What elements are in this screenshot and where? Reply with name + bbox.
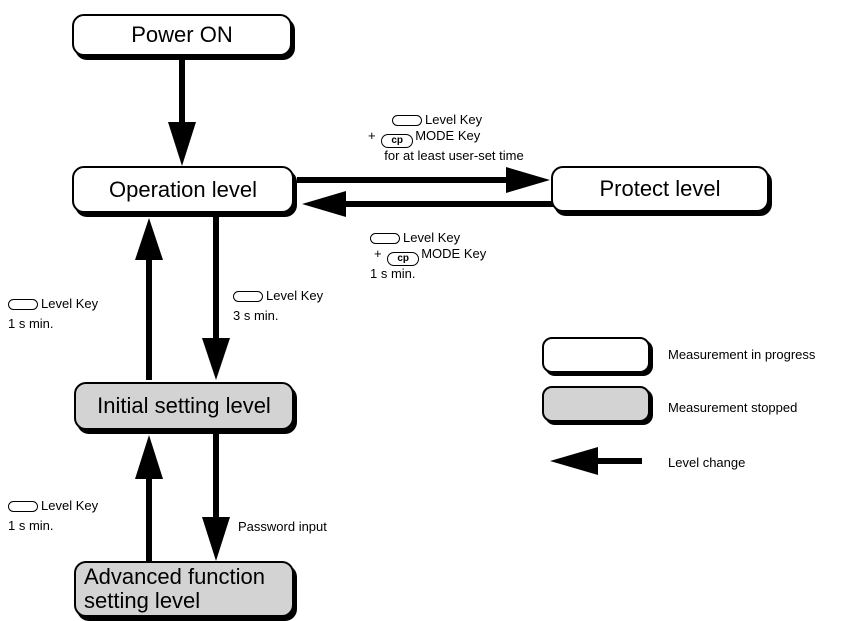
node-initial-setting-level: Initial setting level [74,382,294,430]
label-to-protect-level-key: Level Key [425,112,483,127]
node-advanced-function-setting-level: Advanced function setting level [74,561,294,617]
label-from-protect-row3: 1 s min. [370,266,416,281]
label-from-protect-mode-key: MODE Key [421,246,487,261]
label-from-initial-row1: Level Key [8,296,98,312]
label-from-protect-plus: + [374,246,382,261]
arrow-advanced-to-initial [135,435,163,561]
arrow-operation-to-protect [297,167,550,193]
label-from-protect-row1: Level Key [370,230,486,246]
node-advanced-label: Advanced function setting level [84,565,265,613]
label-from-initial-row2: 1 s min. [8,316,54,331]
legend-label-in-progress: Measurement in progress [668,347,816,362]
label-from-initial: Level Key 1 s min. [8,296,98,332]
label-from-advanced-row1: Level Key [8,498,98,514]
node-protect-level-label: Protect level [599,176,721,201]
mode-key-icon: ср [381,134,414,148]
label-to-initial: Level Key 3 s min. [233,288,323,324]
label-to-initial-row2: 3 s min. [233,308,279,323]
node-advanced-label-line2: setting level [84,588,201,613]
label-to-initial-row1: Level Key [233,288,323,304]
legend-label-level-change: Level change [668,455,746,470]
legend-arrow [550,447,642,475]
node-initial-setting-level-label: Initial setting level [97,393,271,418]
node-protect-level: Protect level [551,166,769,212]
arrow-initial-to-operation [135,218,163,380]
legend-swatch-stopped [542,386,650,422]
arrow-operation-to-initial [202,213,230,380]
legend-label-stopped: Measurement stopped [668,400,798,415]
legend-swatch-in-progress [542,337,650,373]
label-from-advanced: Level Key 1 s min. [8,498,98,534]
level-key-icon [8,299,38,310]
label-password-input: Password input [238,519,327,534]
label-to-initial-level-key: Level Key [266,288,324,303]
label-from-initial-level-key: Level Key [41,296,99,311]
label-from-advanced-level-key: Level Key [41,498,99,513]
label-to-protect-row3: for at least user-set time [384,148,524,163]
node-operation-level-label: Operation level [109,176,257,202]
node-operation-level: Operation level [72,166,294,213]
level-key-icon [370,233,400,244]
node-advanced-label-line1: Advanced function [84,564,266,589]
arrow-protect-to-operation [302,191,554,217]
label-from-advanced-row2: 1 s min. [8,518,54,533]
level-key-icon [8,501,38,512]
node-power-on-label: Power ON [131,22,233,47]
mode-key-icon: ср [387,252,420,266]
label-to-protect-row1: Level Key [364,112,544,128]
arrow-initial-to-advanced [202,431,230,561]
node-power-on: Power ON [72,14,292,56]
label-to-protect-plus: + [368,128,376,143]
level-key-icon [392,115,422,126]
level-key-icon [233,291,263,302]
label-from-protect-level-key: Level Key [403,230,461,245]
label-to-protect-mode-key: MODE Key [415,128,481,143]
arrow-power-to-operation [168,56,196,166]
